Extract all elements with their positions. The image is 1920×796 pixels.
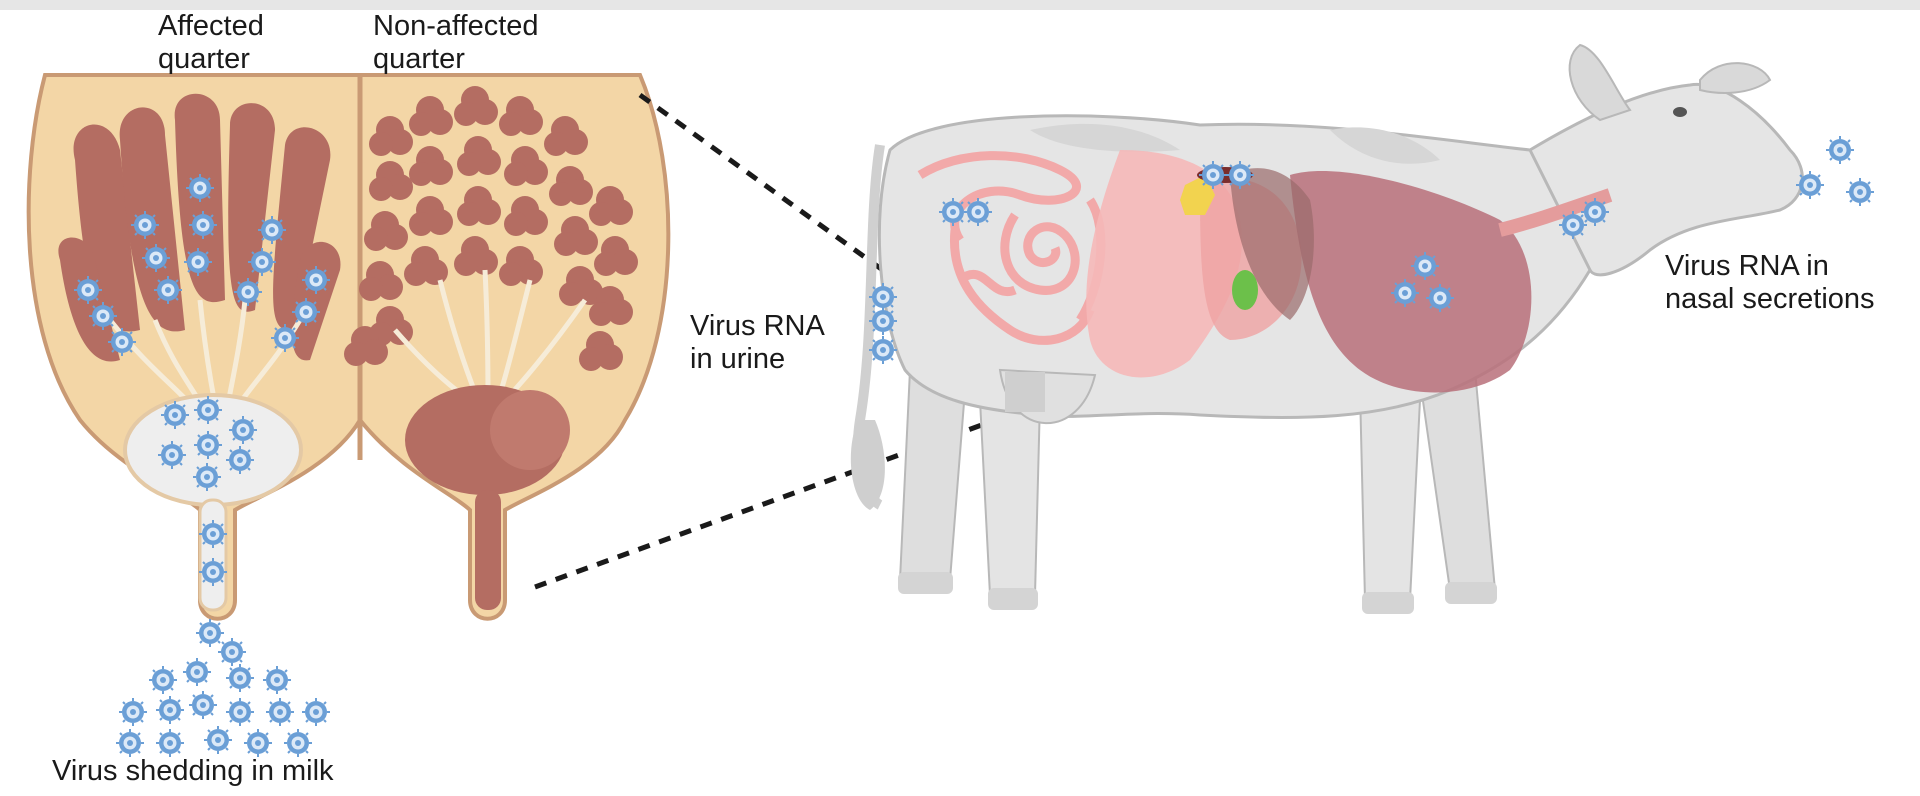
non-affected-quarter-label: Non-affected quarter: [373, 10, 539, 76]
nasal-secretions-label: Virus RNA in nasal secretions: [1665, 250, 1875, 316]
urine-label: Virus RNA in urine: [690, 310, 825, 376]
milk-shedding-label: Virus shedding in milk: [52, 755, 334, 788]
affected-quarter-label: Affected quarter: [158, 10, 264, 76]
milk-virus-cluster: [116, 619, 330, 757]
udder-cross-section: [29, 75, 669, 619]
cow-illustration: [851, 45, 1874, 614]
